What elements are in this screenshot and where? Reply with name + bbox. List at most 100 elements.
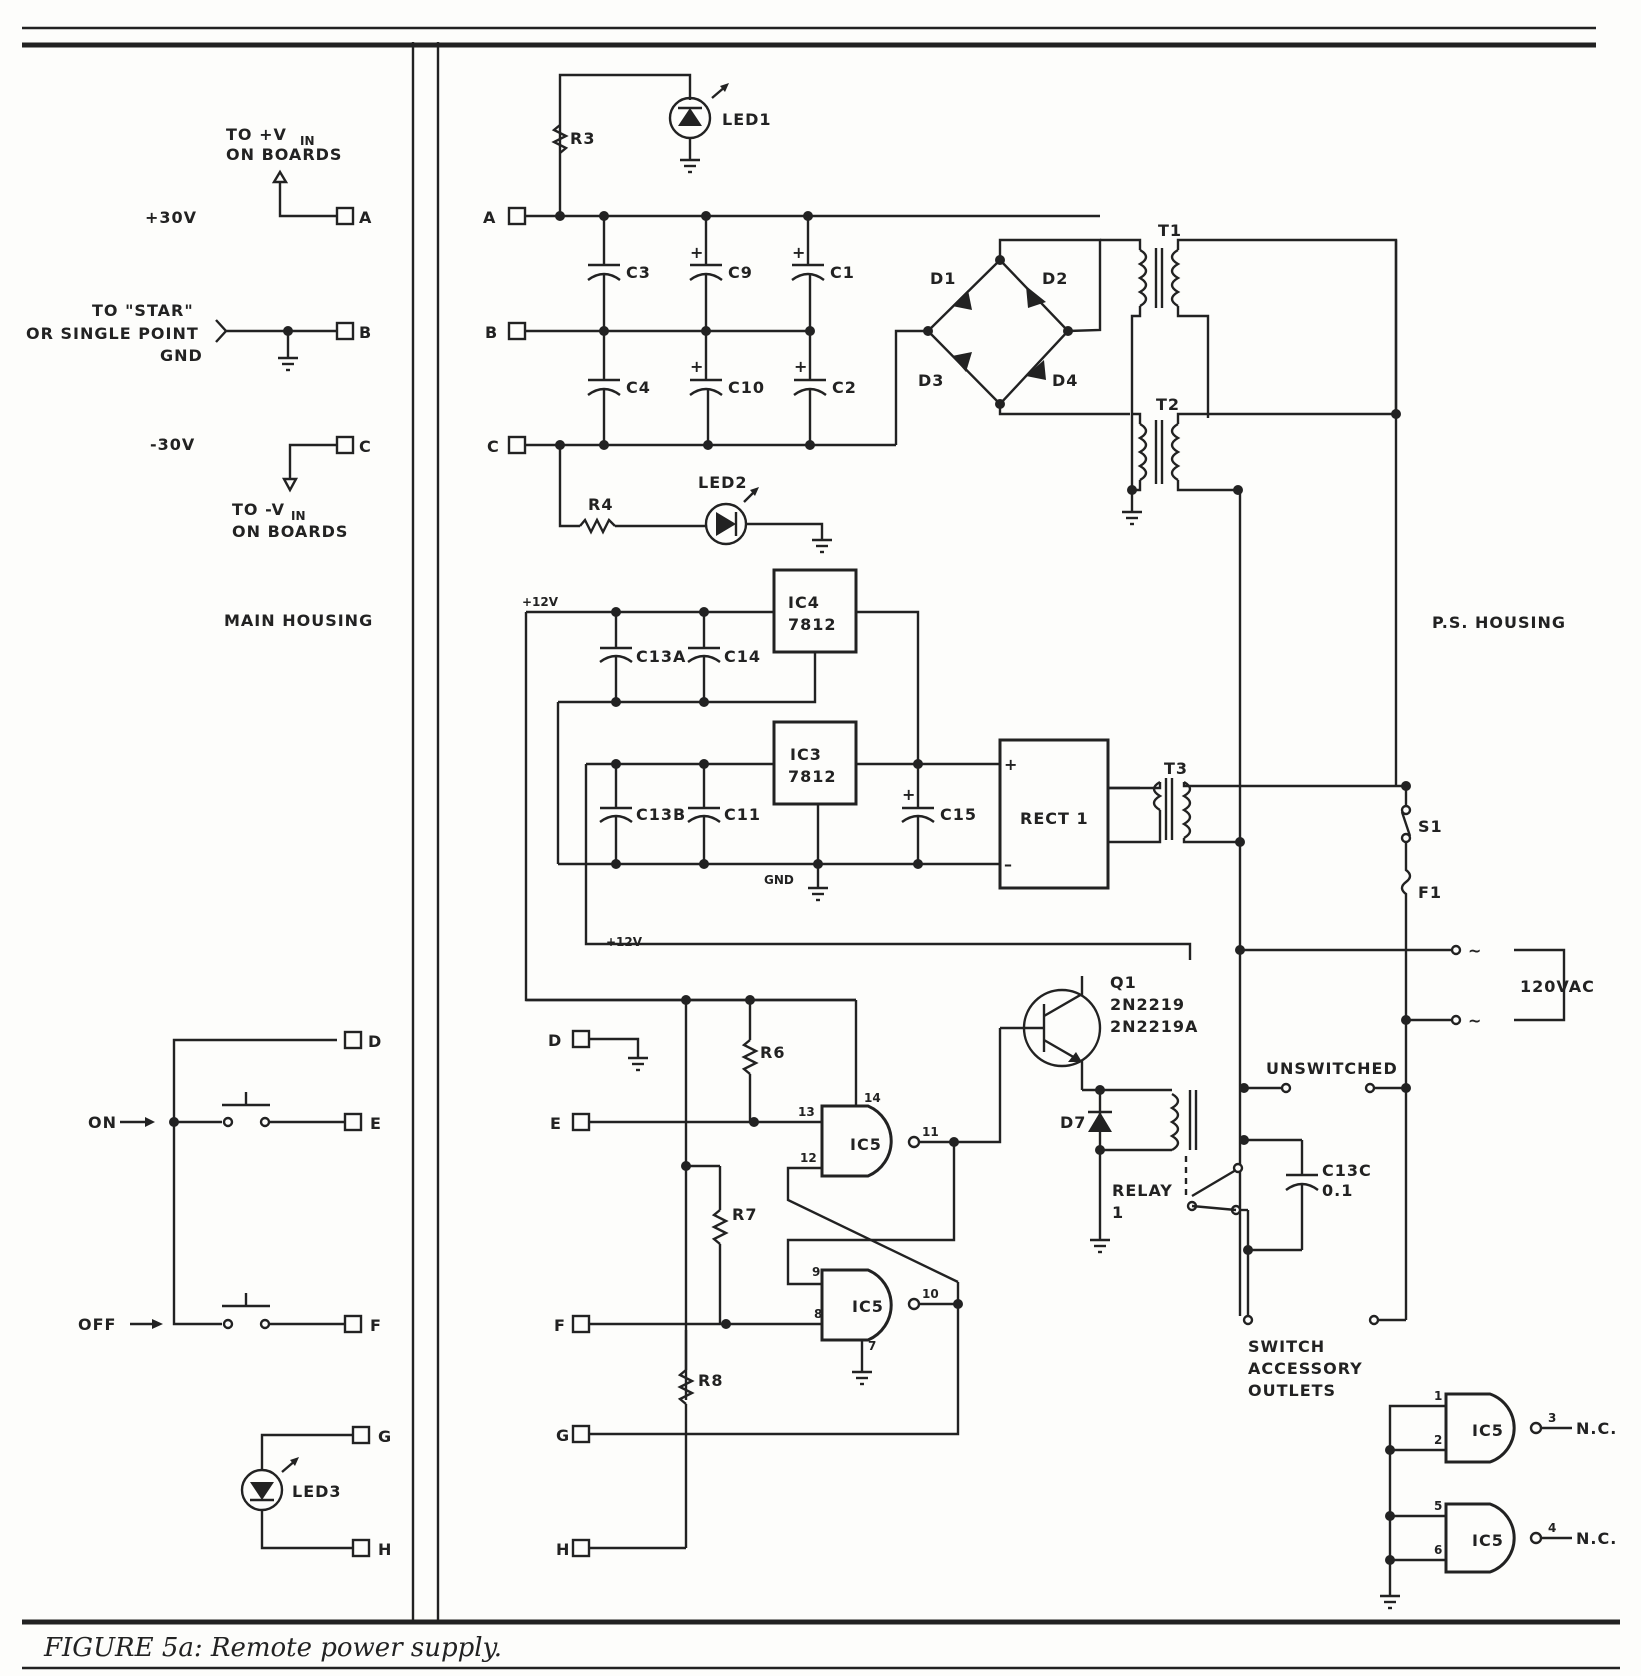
r6-label: R6 xyxy=(760,1043,785,1062)
resistor-r7-icon xyxy=(711,1209,729,1245)
on-pushbutton-icon xyxy=(222,1092,270,1107)
star-gnd-label-2: OR SINGLE POINT xyxy=(26,324,199,343)
relay-number: 1 xyxy=(1112,1203,1124,1222)
star-gnd-label-3: GND xyxy=(160,346,203,365)
switch-outlets-label-2: ACCESSORY xyxy=(1248,1359,1363,1378)
on-label: ON xyxy=(88,1113,117,1132)
ps-housing-title: P.S. HOUSING xyxy=(1432,613,1566,632)
pin-13: 13 xyxy=(798,1105,815,1119)
ground-icon xyxy=(808,886,828,902)
resistor-r3-icon xyxy=(551,124,569,154)
transformer-t1-icon xyxy=(1100,238,1398,418)
capacitor-c2-icon xyxy=(793,331,827,445)
ic5-unused-gate-2 xyxy=(1444,1502,1516,1574)
c15-label: C15 xyxy=(940,805,977,824)
switch-outlets-label-3: OUTLETS xyxy=(1248,1381,1336,1400)
ic5-unused-gate-1 xyxy=(1444,1392,1516,1464)
terminal-b-right xyxy=(507,321,527,341)
ps-terminal-d-label: D xyxy=(548,1031,562,1050)
to-vin-plus-label: TO +V xyxy=(226,125,287,144)
terminal-b-label: B xyxy=(359,323,372,342)
pin-3: 3 xyxy=(1548,1411,1556,1425)
relay-coil-icon xyxy=(1169,1090,1198,1196)
rect1-label: RECT 1 xyxy=(1020,809,1089,828)
ps-terminal-c-label: C xyxy=(487,437,500,456)
terminal-a-right xyxy=(507,206,527,226)
terminal-d-right xyxy=(571,1029,591,1049)
resistor-r8-icon xyxy=(677,1369,695,1405)
off-label: OFF xyxy=(78,1315,116,1334)
fuse-f1-icon xyxy=(1400,842,1412,950)
capacitor-c10-icon xyxy=(689,331,723,445)
terminal-g-left xyxy=(351,1425,371,1445)
to-vin-plus-sub: IN xyxy=(300,134,315,148)
terminal-f-right xyxy=(571,1314,591,1334)
ground-icon xyxy=(628,1056,648,1072)
pin-6: 6 xyxy=(1434,1543,1442,1557)
q1-label: Q1 xyxy=(1110,973,1137,992)
ac-tilde-2: ~ xyxy=(1468,1011,1482,1030)
ic4-regulator xyxy=(772,568,858,654)
main-housing-panel: TO +V IN ON BOARDS +30V A TO "STAR" OR S… xyxy=(26,125,392,1559)
terminal-c-label: C xyxy=(359,437,372,456)
terminal-f-label: F xyxy=(370,1316,382,1335)
ground-icon xyxy=(680,158,700,174)
transformer-t3-icon xyxy=(1108,778,1410,844)
pin-8: 8 xyxy=(814,1307,822,1321)
led2-icon xyxy=(716,487,759,536)
r7-label: R7 xyxy=(732,1205,757,1224)
pin-11: 11 xyxy=(922,1125,939,1139)
terminal-g-label: G xyxy=(378,1427,392,1446)
pin-14: 14 xyxy=(864,1091,881,1105)
terminal-e-label: E xyxy=(370,1114,382,1133)
diode-d2-icon xyxy=(1026,286,1046,308)
terminal-d-label: D xyxy=(368,1032,382,1051)
d3-label: D3 xyxy=(918,371,944,390)
capacitor-c9-icon xyxy=(689,216,723,331)
figure-caption: FIGURE 5a: Remote power supply. xyxy=(43,1633,502,1663)
terminal-e-right xyxy=(571,1112,591,1132)
c14-label: C14 xyxy=(724,647,761,666)
arrow-up-icon xyxy=(271,169,289,184)
s1-label: S1 xyxy=(1418,817,1443,836)
arrow-right-icon xyxy=(145,1117,155,1127)
capacitor-c1-icon xyxy=(791,216,825,331)
relay-label: RELAY xyxy=(1112,1181,1173,1200)
t1-label: T1 xyxy=(1158,221,1182,240)
plus-mark: + xyxy=(1004,755,1018,774)
d1-label: D1 xyxy=(930,269,956,288)
ic5-label-lower: IC5 xyxy=(852,1297,884,1316)
ic4-part: 7812 xyxy=(788,615,837,634)
d4-label: D4 xyxy=(1052,371,1078,390)
rect1-bridge xyxy=(998,738,1110,890)
ic4-label: IC4 xyxy=(788,593,820,612)
led3-label: LED3 xyxy=(292,1482,342,1501)
pin-7: 7 xyxy=(868,1339,876,1353)
plus-mark: + xyxy=(902,785,916,804)
transformer-t2-icon xyxy=(1130,412,1396,492)
ground-icon xyxy=(278,356,298,372)
ic5-label-upper: IC5 xyxy=(850,1135,882,1154)
pin-4: 4 xyxy=(1548,1521,1556,1535)
off-pushbutton-icon xyxy=(222,1293,270,1308)
ic5-label-unused-1: IC5 xyxy=(1472,1421,1504,1440)
emitter-arrow-icon xyxy=(1068,1052,1082,1062)
pin-5: 5 xyxy=(1434,1499,1442,1513)
t2-label: T2 xyxy=(1156,395,1180,414)
terminal-c-left xyxy=(335,435,355,455)
c13a-label: C13A xyxy=(636,647,686,666)
r8-label: R8 xyxy=(698,1371,723,1390)
f1-label: F1 xyxy=(1418,883,1442,902)
to-vin-minus-label-2: ON BOARDS xyxy=(232,522,348,541)
ic3-label: IC3 xyxy=(790,745,822,764)
r3-label: R3 xyxy=(570,129,595,148)
switch-outlets-label-1: SWITCH xyxy=(1248,1337,1325,1356)
ps-terminal-e-label: E xyxy=(550,1114,562,1133)
ic5-nand-lower xyxy=(820,1268,893,1342)
minus30-label: -30V xyxy=(150,435,195,454)
nc-label-1: N.C. xyxy=(1576,1419,1617,1438)
ac-tilde-1: ~ xyxy=(1468,941,1482,960)
pin-9: 9 xyxy=(812,1265,820,1279)
frame xyxy=(22,26,1620,1670)
terminal-g-right xyxy=(571,1424,591,1444)
